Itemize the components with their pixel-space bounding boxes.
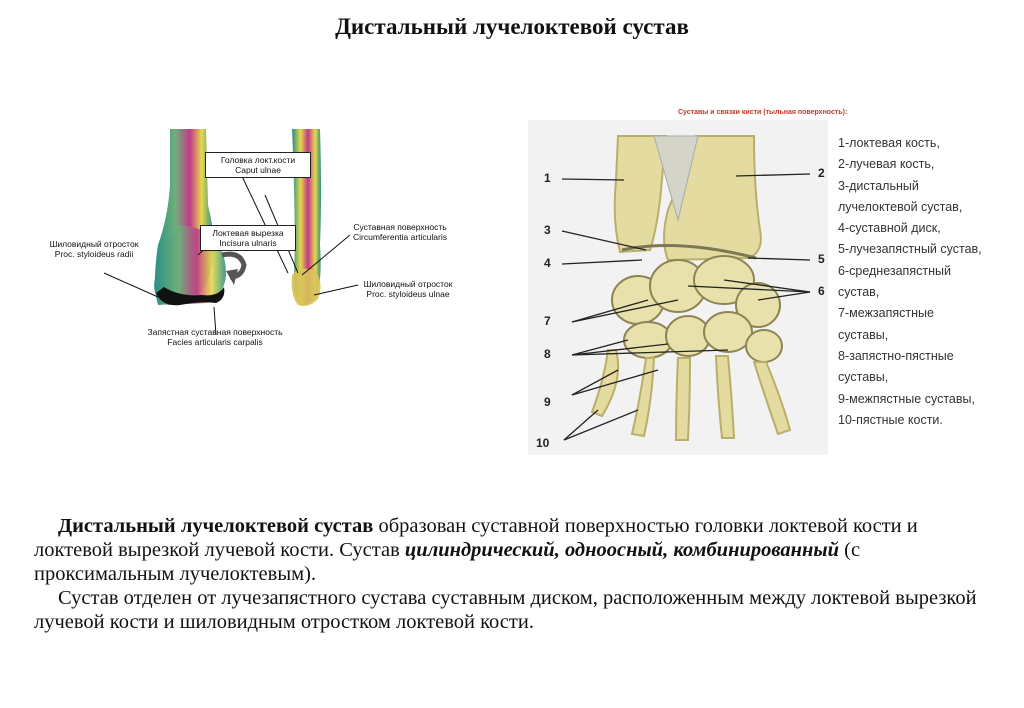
number-10: 10 xyxy=(536,436,550,450)
legend-line: 6-среднезапястный xyxy=(838,263,951,278)
legend-line: 1-локтевая кость, xyxy=(838,136,940,150)
number-2: 2 xyxy=(818,166,825,180)
paragraph-2: Сустав отделен от лучезапястного сустава… xyxy=(34,587,977,633)
legend-line: 8-запястно-пястные xyxy=(838,348,954,363)
legend-line: суставы, xyxy=(838,327,889,342)
number-3: 3 xyxy=(544,223,551,237)
number-4: 4 xyxy=(544,256,551,270)
legend-line: 9-межпястные суставы, xyxy=(838,391,975,406)
label-styloid-ulna: Шиловидный отросток Proc. styloideus uln… xyxy=(363,279,453,299)
label-caput-ulnae: Головка локт.кости Caput ulnae xyxy=(205,152,311,178)
legend-line: 5-лучезапястный сустав, xyxy=(838,242,982,257)
number-8: 8 xyxy=(544,347,551,361)
pointer-lines xyxy=(561,173,811,441)
wrist-illustration xyxy=(528,120,828,455)
ulna-head xyxy=(291,268,321,307)
legend-line: 10-пястные кости. xyxy=(838,412,943,427)
page-title: Дистальный лучелоктевой сустав xyxy=(335,14,689,39)
label-carpal-surface: Запястная суставная поверхность Facies a… xyxy=(147,327,283,347)
ulna-bone xyxy=(613,135,668,254)
label-incisura-ulnaris: Локтевая вырезка Incisura ulnaris xyxy=(200,225,296,251)
number-7: 7 xyxy=(544,314,551,328)
legend-line: лучелоктевой сустав, xyxy=(838,199,963,214)
ligaments xyxy=(653,135,699,222)
legend-line: 2-лучевая кость, xyxy=(838,157,935,172)
carpal-articular-surface xyxy=(156,287,225,306)
legend-line: 4-суставной диск, xyxy=(838,221,941,236)
paragraph-1: Дистальный лучелоктевой сустав образован… xyxy=(34,515,918,585)
label-styloid-radius: Шиловидный отросток Proc. styloideus rad… xyxy=(49,239,139,259)
metacarpal-bones xyxy=(590,349,792,441)
number-9: 9 xyxy=(544,395,551,409)
wrist-joints-figure: Суставы и связки кисти (тыльная поверхно… xyxy=(528,100,1008,460)
legend-line: 7-межзапястные xyxy=(838,306,934,321)
legend-line: сустав, xyxy=(838,285,880,300)
carpal-bones xyxy=(611,255,783,363)
number-6: 6 xyxy=(818,284,825,298)
figure-legend: 1-локтевая кость, 2-лучевая кость, 3-дис… xyxy=(838,133,1013,431)
legend-line: 3-дистальный xyxy=(838,178,919,193)
figure-caption: Суставы и связки кисти (тыльная поверхно… xyxy=(678,109,848,116)
description-text: Дистальный лучелоктевой сустав образован… xyxy=(34,514,994,634)
legend-line: суставы, xyxy=(838,370,889,385)
radioulnar-bone-figure: Головка локт.кости Caput ulnae Локтевая … xyxy=(30,125,490,355)
label-circumferentia: Суставная поверхность Circumferentia art… xyxy=(353,222,447,242)
number-5: 5 xyxy=(818,252,825,266)
number-1: 1 xyxy=(544,171,551,185)
